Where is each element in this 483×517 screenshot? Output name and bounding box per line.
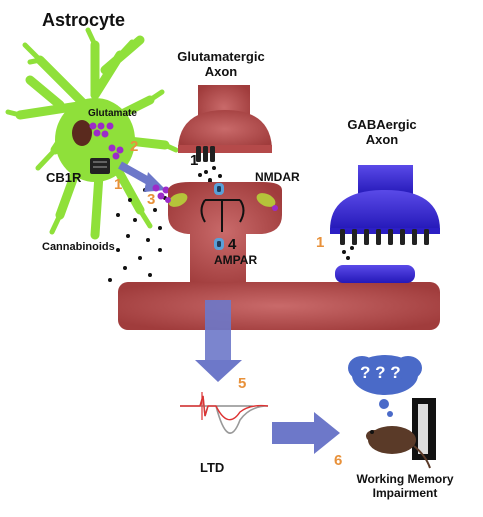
ampar-receptor-icon (214, 183, 224, 250)
mouse-maze-icon (366, 398, 436, 469)
gabaergic-axon-label: GABAergic Axon (332, 117, 432, 148)
working-memory-label-line2: Impairment (372, 485, 438, 500)
nmdar-receptor-icon (165, 193, 278, 211)
astrocyte-cell (5, 27, 179, 240)
step-number-axon-1: 1 (190, 152, 199, 169)
ltd-label: LTD (200, 460, 225, 475)
ltd-arrow (195, 300, 242, 382)
step-number-astro-1: 1 (114, 176, 123, 193)
nmdar-label: NMDAR (255, 170, 300, 184)
glutamatergic-axon-label-line1: Glutamatergic (177, 49, 265, 64)
gabaergic-axon-label-line1: GABAergic (347, 117, 417, 132)
glutamatergic-axon-terminal (178, 85, 272, 182)
gaba-receptor-patch (335, 265, 415, 283)
thought-bubble (348, 355, 422, 417)
step-number-ltd-5: 5 (238, 375, 247, 392)
glutamate-label: Glutamate (88, 108, 137, 119)
step-number-ampar-4: 4 (228, 236, 237, 253)
step-number-astro-2: 2 (130, 138, 139, 155)
step-number-gaba-1: 1 (316, 234, 325, 251)
gabaergic-axon-terminal (330, 165, 440, 283)
cannabinoids-label: Cannabinoids (42, 241, 115, 253)
step-number-memory-6: 6 (334, 452, 343, 469)
astrocyte-glutamate-dots (89, 122, 124, 160)
glutamatergic-axon-label: Glutamatergic Axon (168, 49, 274, 80)
astro-release-arrow (118, 161, 166, 192)
memory-arrow (272, 412, 340, 454)
ampar-label: AMPAR (214, 253, 258, 267)
cb1r-label: CB1R (46, 170, 82, 185)
gabaergic-axon-label-line2: Axon (365, 131, 399, 147)
glutamatergic-axon-label-line2: Axon (204, 63, 238, 79)
astrocyte-nucleus (72, 120, 92, 146)
step-number-astro-3: 3 (147, 191, 156, 208)
working-memory-label: Working Memory Impairment (340, 472, 470, 501)
postsynaptic-dendrite (118, 182, 440, 330)
cb1r-receptor-icon (90, 158, 110, 174)
astrocyte-label: Astrocyte (42, 10, 126, 30)
working-memory-label-line1: Working Memory (356, 472, 454, 486)
ltd-trace (180, 392, 269, 434)
released-glutamate-dots (152, 184, 170, 200)
thought-bubble-text: ? ? ? (360, 363, 401, 382)
